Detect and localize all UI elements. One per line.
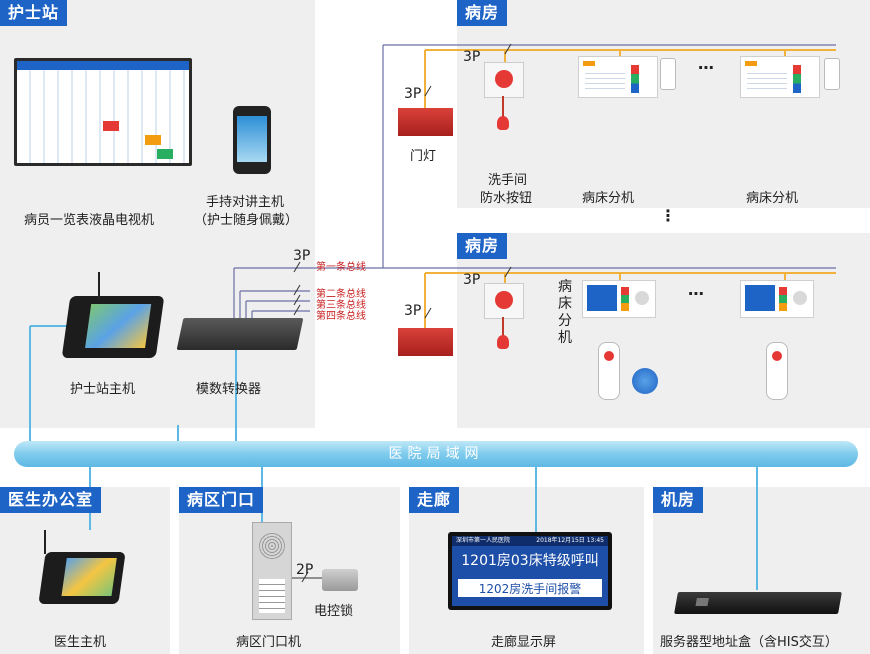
handheld-label-2: （护士随身佩戴） [194,213,299,228]
doctor-host-device [38,552,126,604]
bed-unit-vertical-1: 病 [558,279,572,295]
section-tag-ward-top: 病房 [457,0,508,26]
nurse-host-device [61,296,165,358]
bus-label-3: 第三条总线 [316,300,366,311]
wire-mark-3p: 3P [404,86,422,102]
section-tag-server-room: 机房 [653,487,704,513]
ellipsis-icon: ⋯ [688,284,706,303]
wire-mark-3p: 3P [463,49,481,65]
bathroom-label-1: 洗手间 [488,173,528,188]
bed-unit-label-1: 病床分机 [582,191,635,206]
handset-icon [660,58,676,90]
nurse-host-label: 护士站主机 [70,382,136,397]
bed-unit-vertical-4: 机 [558,330,572,346]
wire-mark-3p: 3P [404,303,422,319]
bus-label-4: 第四条总线 [316,311,366,322]
wire-mark-3p: 3P [463,272,481,288]
display-header-left: 深圳市第一人民医院 [456,537,511,544]
corridor-display-label: 走廊显示屏 [491,635,557,650]
pull-cord-icon [502,96,504,118]
bed-unit-vertical-2: 床 [558,296,572,312]
lcd-tv-label: 病员一览表液晶电视机 [24,213,155,228]
section-tag-ward-bottom: 病房 [457,233,508,259]
wire-mark-3p: 3P [293,248,311,264]
door-light-label: 门灯 [410,149,437,164]
panel-ward-top [457,0,870,208]
pull-handle-icon [497,335,509,349]
display-header-right: 2018年12月15日 13:45 [536,537,604,544]
pull-cord-icon [502,317,504,337]
doctor-host-label: 医生主机 [54,635,107,650]
bathroom-button-device [484,62,524,98]
server-box-label: 服务器型地址盒（含HIS交互） [660,635,838,650]
bus-label-2: 第二条总线 [316,289,366,300]
bed-unit-label-2: 病床分机 [746,191,799,206]
door-light-device [398,108,453,136]
wire-mark-2p: 2P [296,562,314,578]
bathroom-button-device [484,283,524,319]
section-tag-corridor: 走廊 [409,487,460,513]
electric-lock-label: 电控锁 [314,604,354,619]
section-tag-nurse-station: 护士站 [0,0,68,26]
panel-server-room [653,487,870,654]
ellipsis-icon: ⋯ [698,58,716,77]
converter-label: 模数转换器 [196,382,262,397]
pull-handle-icon [497,116,509,130]
entrance-unit-label: 病区门口机 [236,635,302,650]
section-tag-ward-entrance: 病区门口 [179,487,264,513]
corridor-display-device: 深圳市第一人民医院 2018年12月15日 13:45 1201房03床特级呼叫… [448,532,612,610]
pendant-button-icon [632,368,658,394]
panel-ward-bottom [457,233,870,428]
display-line-2: 1202房洗手间报警 [478,582,582,596]
handset-icon [824,58,840,90]
vertical-ellipsis-icon: ⋮ [660,206,678,225]
section-tag-doctor-office: 医生办公室 [0,487,102,513]
bus-label-1: 第一条总线 [316,262,366,273]
handset-icon [766,342,788,400]
display-line-1: 1201房03床特级呼叫 [461,553,599,569]
lcd-tv-device [14,58,192,166]
server-box-device [674,592,842,614]
electric-lock-device [322,569,358,591]
bed-unit-device [578,56,658,98]
hospital-lan-label: 医院局域网 [388,446,484,462]
door-light-device [398,328,453,356]
handheld-device [233,106,271,174]
bed-unit-device [582,280,656,318]
bed-unit-vertical-3: 分 [558,313,572,329]
bed-unit-device [740,280,814,318]
microphone-icon [44,530,46,554]
handset-icon [598,342,620,400]
microphone-icon [98,272,100,300]
entrance-unit-device [252,522,292,620]
handheld-label-1: 手持对讲主机 [206,195,285,210]
converter-device [176,318,304,350]
bed-unit-device [740,56,820,98]
hospital-lan-bar: 医院局域网 [14,441,858,467]
bathroom-label-2: 防水按钮 [480,191,533,206]
